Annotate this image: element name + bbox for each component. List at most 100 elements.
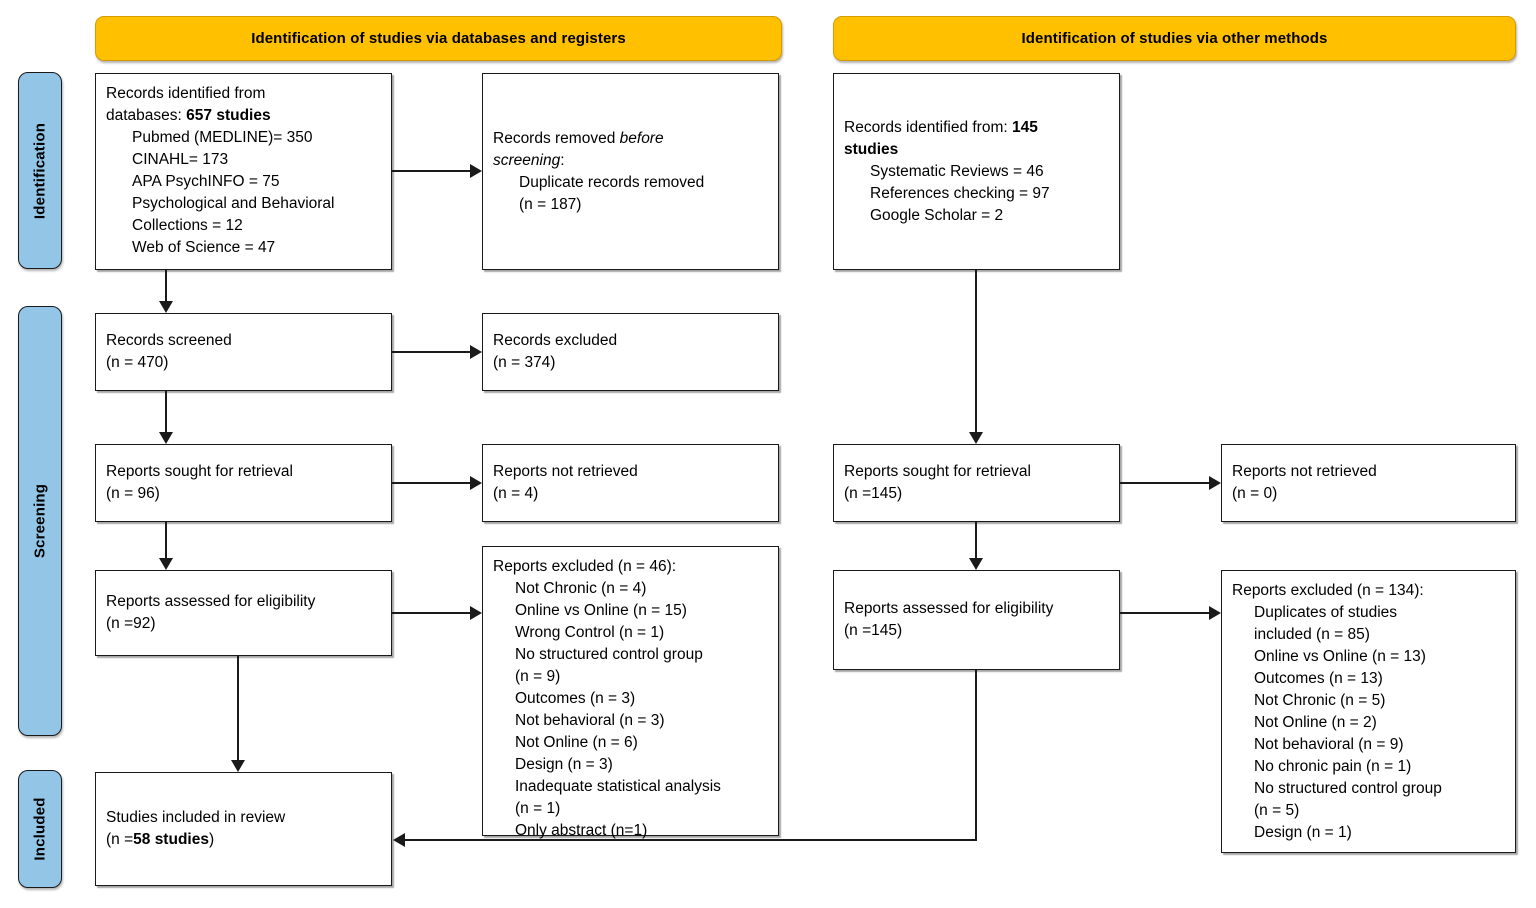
reports-sought-right-line1: Reports sought for retrieval (844, 463, 1031, 480)
records-identified-item-4: Collections = 12 (132, 217, 243, 234)
box-reports-assessed-right-text: Reports assessed for eligibility (n =145… (834, 598, 1119, 642)
box-records-identified-other-text: Records identified from: 145 studies Sys… (834, 117, 1119, 227)
stage-label-screening: Screening (31, 483, 49, 559)
records-screened-line2: (n = 470) (106, 354, 169, 371)
box-reports-excluded-left-text: Reports excluded (n = 46): Not Chronic (… (483, 547, 778, 842)
box-studies-included-text: Studies included in review (n =58 studie… (96, 807, 391, 851)
box-studies-included-in-review: Studies included in review (n =58 studie… (95, 772, 392, 886)
records-identified-other-count: 145 (1012, 118, 1038, 136)
records-identified-line2-prefix: databases: (106, 107, 187, 124)
studies-included-count: 58 studies (133, 831, 209, 848)
records-excluded-line1: Records excluded (493, 332, 618, 349)
box-reports-sought-retrieval-right: Reports sought for retrieval (n =145) (833, 444, 1120, 522)
connector-sought-to-not-retrieved-right (1120, 482, 1209, 484)
reports-excluded-left-item-1: Online vs Online (n = 15) (515, 602, 687, 619)
reports-excluded-right-item-5: Not Online (n = 2) (1254, 714, 1377, 731)
arrowhead-sought-to-not-retrieved-left (470, 476, 482, 490)
studies-included-line2-suffix: ) (208, 831, 215, 848)
records-identified-line1: Records identified from (106, 85, 266, 102)
reports-excluded-right-item-10: Design (n = 1) (1254, 824, 1352, 841)
records-removed-line2-italic: screening (493, 151, 561, 169)
records-identified-other-item-2: Google Scholar = 2 (870, 206, 1004, 224)
records-removed-item-1: (n = 187) (519, 195, 582, 213)
connector-assessed-to-included (237, 656, 239, 760)
connector-identified-other-to-sought-right (975, 270, 977, 432)
box-reports-sought-right-text: Reports sought for retrieval (n =145) (834, 461, 1119, 505)
records-identified-other-item-0: Systematic Reviews = 46 (870, 162, 1044, 180)
arrowhead-sought-to-assessed-left (159, 558, 173, 570)
reports-excluded-left-item-3: No structured control group (515, 646, 703, 663)
box-reports-assessed-left-text: Reports assessed for eligibility (n =92) (96, 591, 391, 635)
banner-databases-registers: Identification of studies via databases … (95, 16, 782, 61)
reports-excluded-right-item-8: No structured control group (1254, 780, 1442, 797)
reports-excluded-right-item-1: included (n = 85) (1254, 626, 1370, 643)
connector-screened-to-sought (165, 391, 167, 432)
box-records-removed-text: Records removed before screening: Duplic… (483, 128, 778, 216)
arrowhead-assessed-to-included (231, 760, 245, 772)
arrowhead-assessed-to-excluded-right (1209, 606, 1221, 620)
reports-excluded-left-header: Reports excluded (n = 46): (493, 558, 677, 575)
reports-assessed-right-line2: (n =145) (844, 622, 903, 639)
records-removed-line1-prefix: Records removed (493, 129, 620, 147)
box-reports-excluded-right: Reports excluded (n = 134): Duplicates o… (1221, 570, 1516, 853)
reports-not-retrieved-left-line1: Reports not retrieved (493, 463, 638, 480)
banner-databases-registers-label: Identification of studies via databases … (251, 30, 626, 47)
reports-excluded-left-item-0: Not Chronic (n = 4) (515, 580, 647, 597)
reports-sought-left-line1: Reports sought for retrieval (106, 463, 293, 480)
reports-excluded-right-item-7: No chronic pain (n = 1) (1254, 758, 1412, 775)
records-identified-other-line2: studies (844, 140, 899, 158)
reports-excluded-right-item-3: Outcomes (n = 13) (1254, 670, 1383, 687)
reports-assessed-left-line2: (n =92) (106, 615, 156, 632)
reports-excluded-left-item-11: Only abstract (n=1) (515, 822, 648, 839)
records-removed-line1-italic: before (619, 129, 664, 147)
studies-included-line1: Studies included in review (106, 809, 286, 826)
box-reports-excluded-left: Reports excluded (n = 46): Not Chronic (… (482, 546, 779, 839)
records-screened-line1: Records screened (106, 332, 232, 349)
box-records-removed-before-screening: Records removed before screening: Duplic… (482, 73, 779, 270)
reports-excluded-left-item-2: Wrong Control (n = 1) (515, 624, 665, 641)
box-records-screened: Records screened (n = 470) (95, 313, 392, 391)
arrowhead-sought-to-not-retrieved-right (1209, 476, 1221, 490)
reports-assessed-right-line1: Reports assessed for eligibility (844, 600, 1054, 617)
box-records-screened-text: Records screened (n = 470) (96, 330, 391, 374)
box-reports-not-retrieved-left-text: Reports not retrieved (n = 4) (483, 461, 778, 505)
records-identified-item-3: Psychological and Behavioral (132, 195, 335, 212)
arrowhead-identified-other-to-sought-right (969, 432, 983, 444)
box-reports-assessed-eligibility-right: Reports assessed for eligibility (n =145… (833, 570, 1120, 670)
records-identified-item-2: APA PsychINFO = 75 (132, 173, 280, 190)
connector-sought-to-not-retrieved-left (392, 482, 470, 484)
stage-pill-identification: Identification (18, 72, 62, 269)
records-identified-other-line1-prefix: Records identified from: (844, 118, 1012, 136)
connector-identified-to-screened (165, 270, 167, 301)
reports-not-retrieved-right-line2: (n = 0) (1232, 485, 1278, 502)
box-records-identified-other-methods: Records identified from: 145 studies Sys… (833, 73, 1120, 270)
arrowhead-identified-to-removed (470, 164, 482, 178)
stage-pill-included: Included (18, 770, 62, 888)
reports-excluded-right-item-4: Not Chronic (n = 5) (1254, 692, 1386, 709)
arrowhead-right-branch-to-included (393, 833, 405, 847)
connector-assessed-right-down-to-included (975, 670, 977, 841)
reports-excluded-left-item-10: (n = 1) (515, 800, 561, 817)
connector-assessed-to-excluded-right (1120, 612, 1209, 614)
records-identified-item-5: Web of Science = 47 (132, 239, 276, 256)
box-records-identified-databases: Records identified from databases: 657 s… (95, 73, 392, 270)
connector-screened-to-excluded (392, 351, 470, 353)
reports-sought-right-line2: (n =145) (844, 485, 903, 502)
box-records-excluded-text: Records excluded (n = 374) (483, 330, 778, 374)
box-records-excluded: Records excluded (n = 374) (482, 313, 779, 391)
box-records-identified-databases-text: Records identified from databases: 657 s… (96, 74, 391, 259)
arrowhead-sought-to-assessed-right (969, 558, 983, 570)
connector-identified-to-removed (392, 170, 470, 172)
stage-label-identification: Identification (31, 122, 49, 219)
reports-excluded-left-item-7: Not Online (n = 6) (515, 734, 638, 751)
records-identified-count: 657 studies (186, 107, 271, 124)
records-identified-other-item-1: References checking = 97 (870, 184, 1050, 202)
reports-excluded-right-item-6: Not behavioral (n = 9) (1254, 736, 1404, 753)
records-identified-item-0: Pubmed (MEDLINE)= 350 (132, 129, 313, 146)
reports-excluded-left-item-4: (n = 9) (515, 668, 561, 685)
arrowhead-screened-to-sought (159, 432, 173, 444)
records-removed-line2-suffix: : (560, 151, 565, 169)
reports-not-retrieved-left-line2: (n = 4) (493, 485, 539, 502)
arrowhead-assessed-to-excluded-left (470, 606, 482, 620)
box-reports-sought-left-text: Reports sought for retrieval (n = 96) (96, 461, 391, 505)
